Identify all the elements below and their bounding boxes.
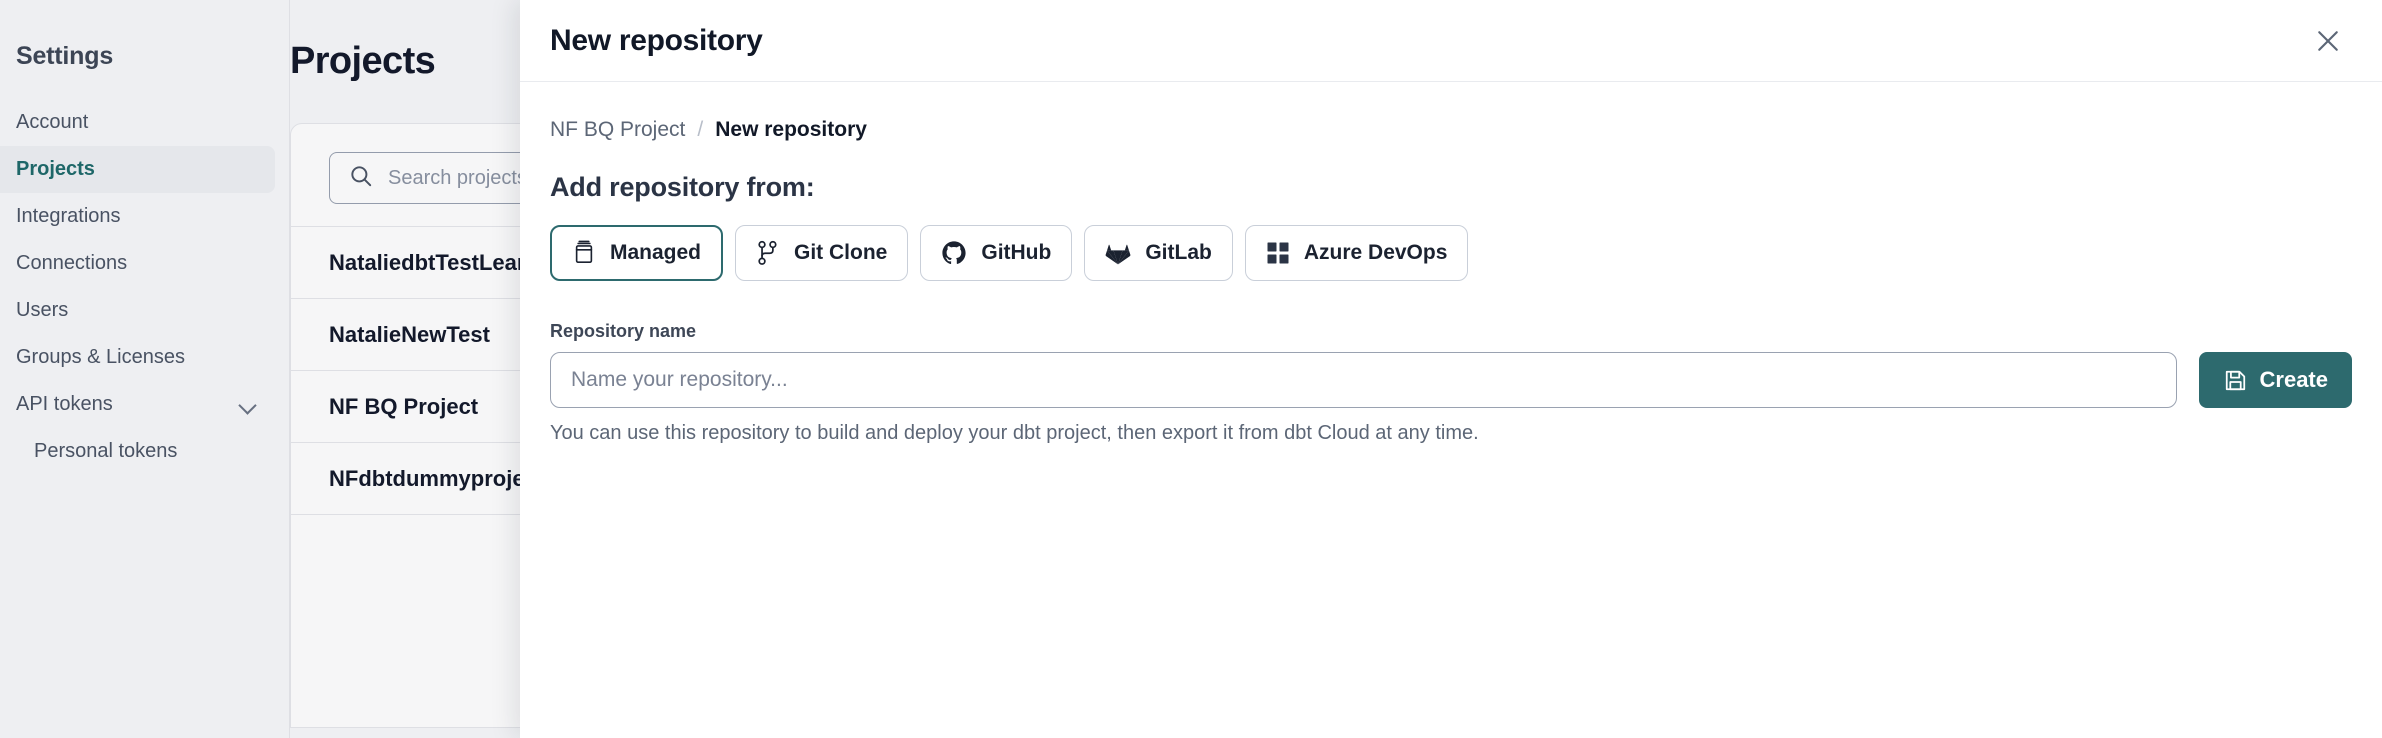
azure-devops-icon (1266, 241, 1290, 265)
close-icon[interactable] (2306, 19, 2350, 63)
create-button[interactable]: Create (2198, 352, 2352, 408)
sidebar-item-label: Groups & Licenses (16, 346, 185, 368)
source-option-azure-devops[interactable]: Azure DevOps (1244, 225, 1469, 281)
sidebar-item-connections[interactable]: Connections (0, 240, 275, 287)
sidebar-item-integrations[interactable]: Integrations (0, 193, 275, 240)
breadcrumb-parent[interactable]: NF BQ Project (550, 118, 686, 141)
sidebar-item-label: API tokens (16, 393, 113, 415)
sidebar-item-personal-tokens[interactable]: Personal tokens (0, 428, 275, 475)
source-option-label: GitHub (981, 241, 1052, 264)
sidebar-item-label: Integrations (16, 205, 121, 227)
page-title: Projects (290, 40, 436, 82)
repository-name-label: Repository name (550, 321, 697, 341)
chevron-down-icon[interactable] (239, 395, 259, 415)
source-option-label: Managed (610, 241, 702, 264)
sidebar-item-label: Account (16, 111, 89, 133)
search-icon (348, 163, 374, 194)
repository-name-input[interactable] (550, 352, 2177, 408)
drawer-body: NF BQ Project / New repository Add repos… (520, 82, 2382, 445)
sidebar-nav: Account Projects Integrations Connection… (0, 99, 289, 475)
managed-database-icon (572, 240, 596, 266)
breadcrumb: NF BQ Project / New repository (550, 118, 2352, 142)
sidebar-item-label: Projects (16, 158, 95, 180)
save-icon (2223, 368, 2248, 393)
sidebar-item-label: Users (16, 299, 69, 321)
git-clone-icon (756, 240, 780, 266)
source-option-managed[interactable]: Managed (550, 225, 724, 281)
drawer-header: New repository (520, 0, 2382, 82)
gitlab-icon (1105, 240, 1131, 266)
source-option-gitlab[interactable]: GitLab (1084, 225, 1233, 281)
sidebar-item-label: Connections (16, 252, 128, 274)
settings-sidebar: Settings Account Projects Integrations C… (0, 0, 290, 738)
sidebar-item-api-tokens[interactable]: API tokens (0, 381, 275, 428)
sidebar-item-projects[interactable]: Projects (0, 146, 275, 193)
section-title: Add repository from: (550, 172, 815, 202)
source-option-label: GitLab (1145, 241, 1212, 264)
project-name: NFdbtdummyproject (329, 465, 545, 491)
repository-helper-text: You can use this repository to build and… (550, 422, 1479, 444)
repository-source-options: Managed Git Clone (550, 225, 2352, 281)
source-option-label: Git Clone (794, 241, 888, 264)
breadcrumb-separator: / (697, 118, 704, 141)
sidebar-item-groups-licenses[interactable]: Groups & Licenses (0, 334, 275, 381)
sidebar-item-account[interactable]: Account (0, 99, 275, 146)
project-name: NF BQ Project (329, 393, 479, 419)
new-repository-drawer: New repository NF BQ Project / New repos… (520, 0, 2382, 738)
repository-name-row: You can use this repository to build and… (550, 352, 2352, 445)
sidebar-item-label: Personal tokens (34, 440, 178, 462)
source-option-github[interactable]: GitHub (920, 225, 1073, 281)
source-option-label: Azure DevOps (1303, 241, 1448, 264)
create-button-label: Create (2259, 367, 2328, 392)
sidebar-title: Settings (16, 42, 114, 70)
source-option-git-clone[interactable]: Git Clone (735, 225, 909, 281)
github-icon (941, 240, 967, 266)
project-name: NatalieNewTest (329, 321, 490, 347)
sidebar-item-users[interactable]: Users (0, 287, 275, 334)
drawer-title: New repository (550, 23, 763, 57)
breadcrumb-current: New repository (715, 118, 867, 141)
